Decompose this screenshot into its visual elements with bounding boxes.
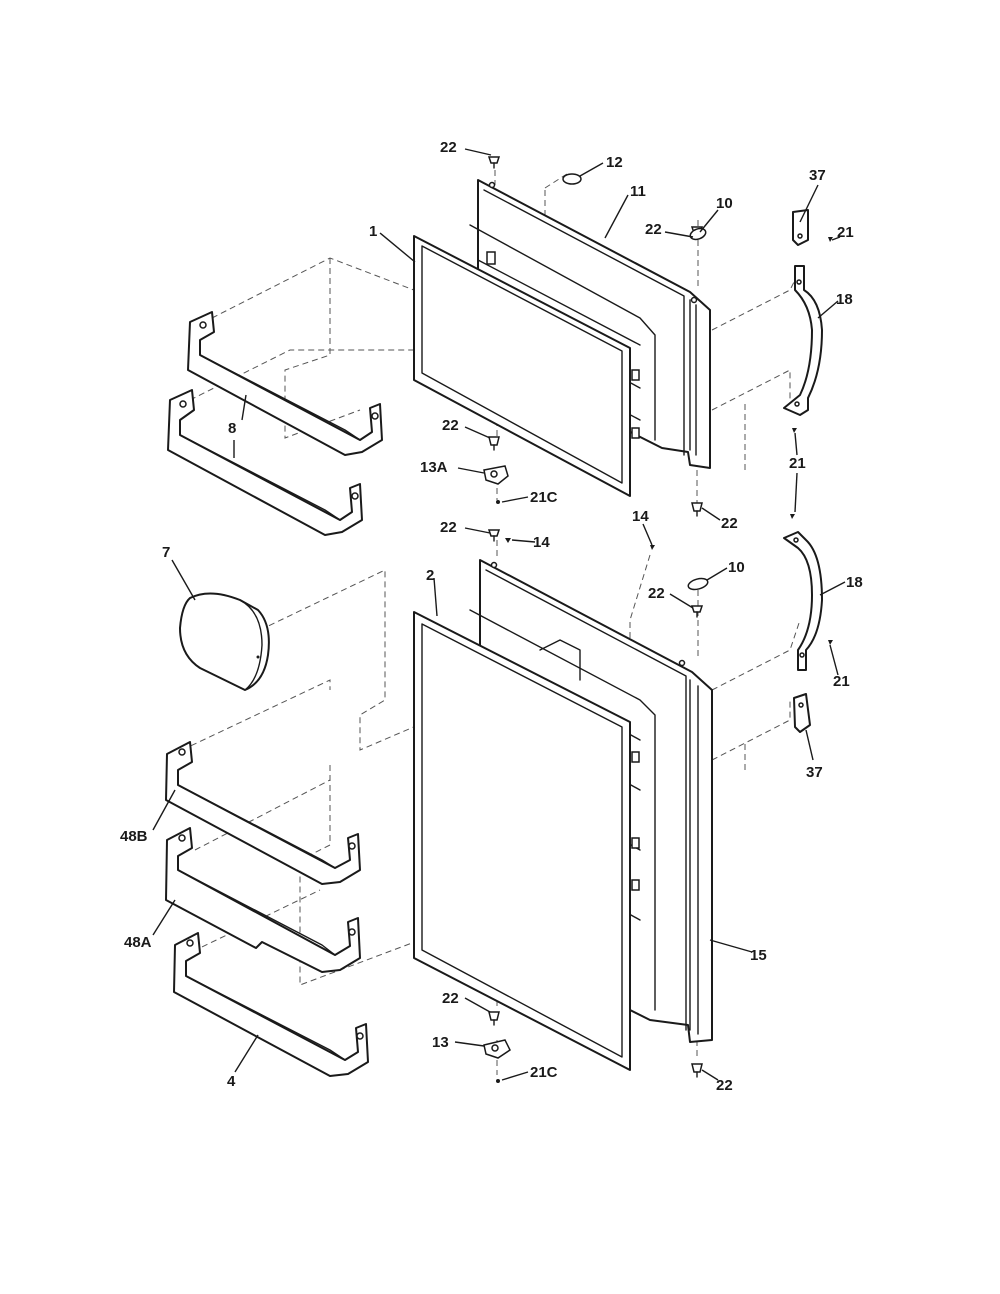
label-10: 10 — [728, 559, 745, 576]
freezer-door-gasket — [413, 235, 631, 497]
label-13a: 13A — [420, 459, 448, 476]
label-21c: 21C — [530, 489, 558, 506]
label-10: 10 — [716, 195, 733, 212]
label-37: 37 — [809, 167, 826, 184]
dairy-door-7 — [179, 592, 270, 691]
handle-upper-18 — [783, 265, 823, 416]
label-14: 14 — [533, 534, 550, 551]
label-13: 13 — [432, 1034, 449, 1051]
label-22: 22 — [440, 139, 457, 156]
label-22: 22 — [721, 515, 738, 532]
label-2: 2 — [426, 567, 434, 584]
end-cap-lower-37 — [793, 693, 811, 733]
fresh-food-door-gasket — [413, 611, 631, 1071]
part-labels: 22 12 11 10 22 1 37 21 18 8 22 13A 21C 2… — [120, 139, 863, 1094]
label-18: 18 — [846, 574, 863, 591]
door-shelf-48b — [165, 741, 361, 885]
label-22: 22 — [648, 585, 665, 602]
end-cap-upper-37 — [792, 209, 809, 246]
label-22: 22 — [442, 990, 459, 1007]
label-21: 21 — [789, 455, 806, 472]
label-1: 1 — [369, 223, 377, 240]
hardware — [483, 156, 833, 1083]
label-22: 22 — [716, 1077, 733, 1094]
label-11: 11 — [630, 183, 646, 200]
label-8: 8 — [228, 420, 236, 437]
label-18: 18 — [836, 291, 853, 308]
door-shelf-lower-8 — [167, 389, 363, 536]
label-4: 4 — [227, 1073, 236, 1090]
label-15: 15 — [750, 947, 767, 964]
label-14: 14 — [632, 508, 649, 525]
label-48a: 48A — [124, 934, 152, 951]
label-21: 21 — [837, 224, 854, 241]
label-7: 7 — [162, 544, 170, 561]
door-bin-48a — [165, 827, 361, 973]
label-22: 22 — [442, 417, 459, 434]
door-shelf-upper-8 — [187, 311, 383, 456]
handle-lower-18 — [783, 531, 823, 671]
label-21: 21 — [833, 673, 850, 690]
label-22: 22 — [440, 519, 457, 536]
label-48b: 48B — [120, 828, 148, 845]
label-22: 22 — [645, 221, 662, 238]
label-21c: 21C — [530, 1064, 558, 1081]
door-shelf-4 — [173, 932, 369, 1077]
label-37: 37 — [806, 764, 823, 781]
leader-lines — [152, 148, 846, 1081]
label-12: 12 — [606, 154, 623, 171]
